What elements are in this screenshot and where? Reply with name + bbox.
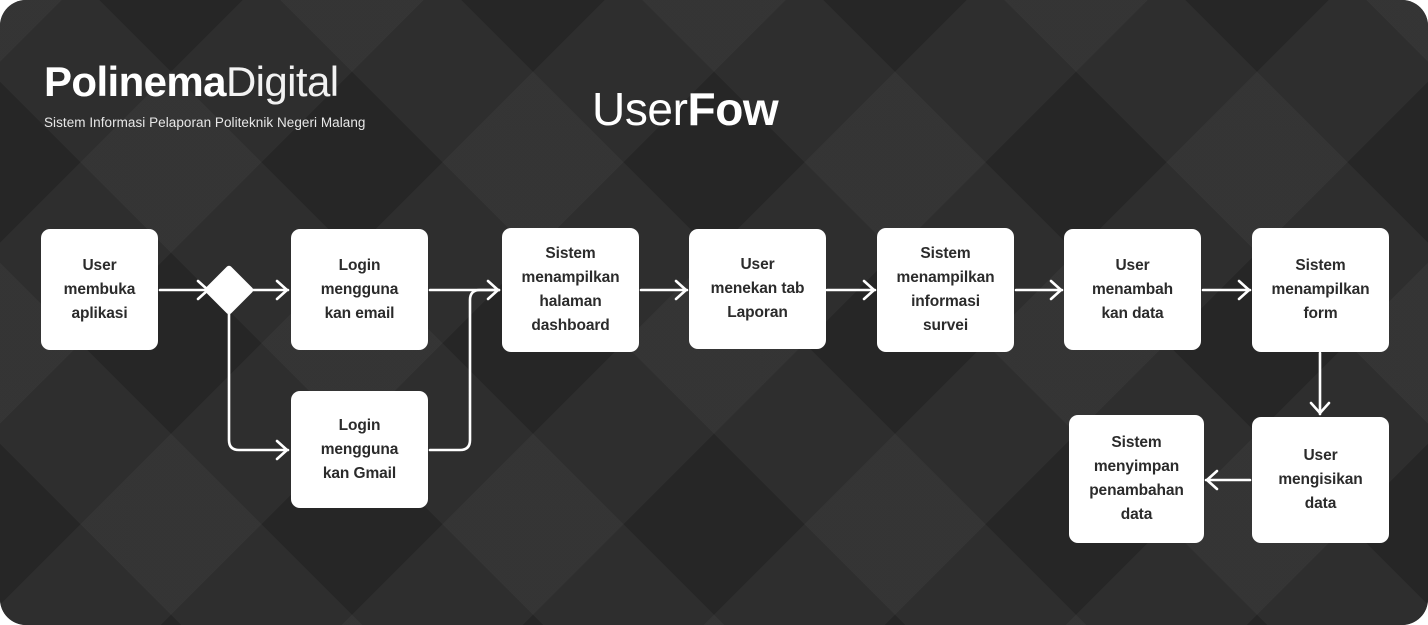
edge-n7-n8 <box>1201 279 1252 301</box>
node-line: menampilkan <box>896 269 995 286</box>
brand-logo: PolinemaDigital Sistem Informasi Pelapor… <box>44 56 365 131</box>
edge-n6-n7 <box>1014 279 1064 301</box>
page-title-light: User <box>592 83 688 135</box>
flow-node-sistem-menampilkan-form[interactable]: Sistem menampilkan form <box>1252 228 1389 352</box>
node-line: data <box>1304 495 1337 512</box>
flow-node-sistem-informasi-survei[interactable]: Sistem menampilkan informasi survei <box>877 228 1014 352</box>
edge-n4-n5 <box>639 279 689 301</box>
node-line: aplikasi <box>71 304 128 322</box>
node-line: menekan tab <box>710 280 805 297</box>
node-line: Login <box>338 416 381 434</box>
node-line: menampilkan <box>1271 281 1370 298</box>
node-line: kan data <box>1101 304 1164 322</box>
node-line: penambahan <box>1089 482 1184 499</box>
node-line: form <box>1303 305 1338 322</box>
node-line: kan Gmail <box>322 464 397 482</box>
node-line: mengisikan <box>1278 471 1363 488</box>
node-line: Login <box>338 256 381 274</box>
edge-n8-n9 <box>1309 351 1331 416</box>
flow-node-login-gmail[interactable]: Login mengguna kan Gmail <box>291 391 428 508</box>
node-line: menambah <box>1091 280 1174 298</box>
node-line: halaman <box>539 293 602 310</box>
node-line: Sistem <box>1111 434 1162 451</box>
flow-node-user-menambahkan-data[interactable]: User menambah kan data <box>1064 229 1201 350</box>
node-line: survei <box>922 317 969 334</box>
node-line: User <box>1115 256 1150 274</box>
node-line: User <box>82 256 117 274</box>
page-title: UserFow <box>592 78 779 140</box>
logo-name-light: Digital <box>225 58 339 105</box>
node-line: Sistem <box>545 245 596 262</box>
edge-decision-n3 <box>227 308 290 461</box>
node-line: membuka <box>63 280 136 298</box>
flow-node-sistem-menyimpan-penambahan-data[interactable]: Sistem menyimpan penambahan data <box>1069 415 1204 543</box>
node-line: data <box>1120 506 1153 523</box>
flow-decision-diamond[interactable] <box>203 264 255 316</box>
logo-tagline: Sistem Informasi Pelaporan Politeknik Ne… <box>44 115 366 130</box>
node-line: Laporan <box>727 304 788 321</box>
logo-wordmark: PolinemaDigital <box>44 56 365 108</box>
edge-n2-n4 <box>428 279 501 301</box>
node-line: informasi <box>911 293 980 310</box>
edge-n1-decision <box>158 279 212 301</box>
edge-n5-n6 <box>825 279 877 301</box>
node-line: menampilkan <box>521 269 620 286</box>
node-line: User <box>740 256 775 273</box>
node-line: Sistem <box>1295 257 1346 274</box>
node-line: kan email <box>324 304 395 322</box>
edge-n3-n4 <box>428 288 501 452</box>
node-line: dashboard <box>531 317 610 334</box>
node-line: mengguna <box>320 280 399 298</box>
logo-name-bold: Polinema <box>44 58 227 105</box>
edge-n9-n10 <box>1204 469 1252 491</box>
page-title-bold: Fow <box>687 83 779 135</box>
edge-decision-n2 <box>247 279 290 301</box>
node-line: mengguna <box>320 440 399 458</box>
node-line: menyimpan <box>1093 458 1180 475</box>
node-line: User <box>1303 447 1338 464</box>
flow-node-user-membuka-aplikasi[interactable]: User membuka aplikasi <box>41 229 158 350</box>
flow-node-login-email[interactable]: Login mengguna kan email <box>291 229 428 350</box>
node-line: Sistem <box>920 245 971 262</box>
flow-node-user-mengisikan-data[interactable]: User mengisikan data <box>1252 417 1389 543</box>
flow-node-sistem-halaman-dashboard[interactable]: Sistem menampilkan halaman dashboard <box>502 228 639 352</box>
flow-node-user-tab-laporan[interactable]: User menekan tab Laporan <box>689 229 826 349</box>
